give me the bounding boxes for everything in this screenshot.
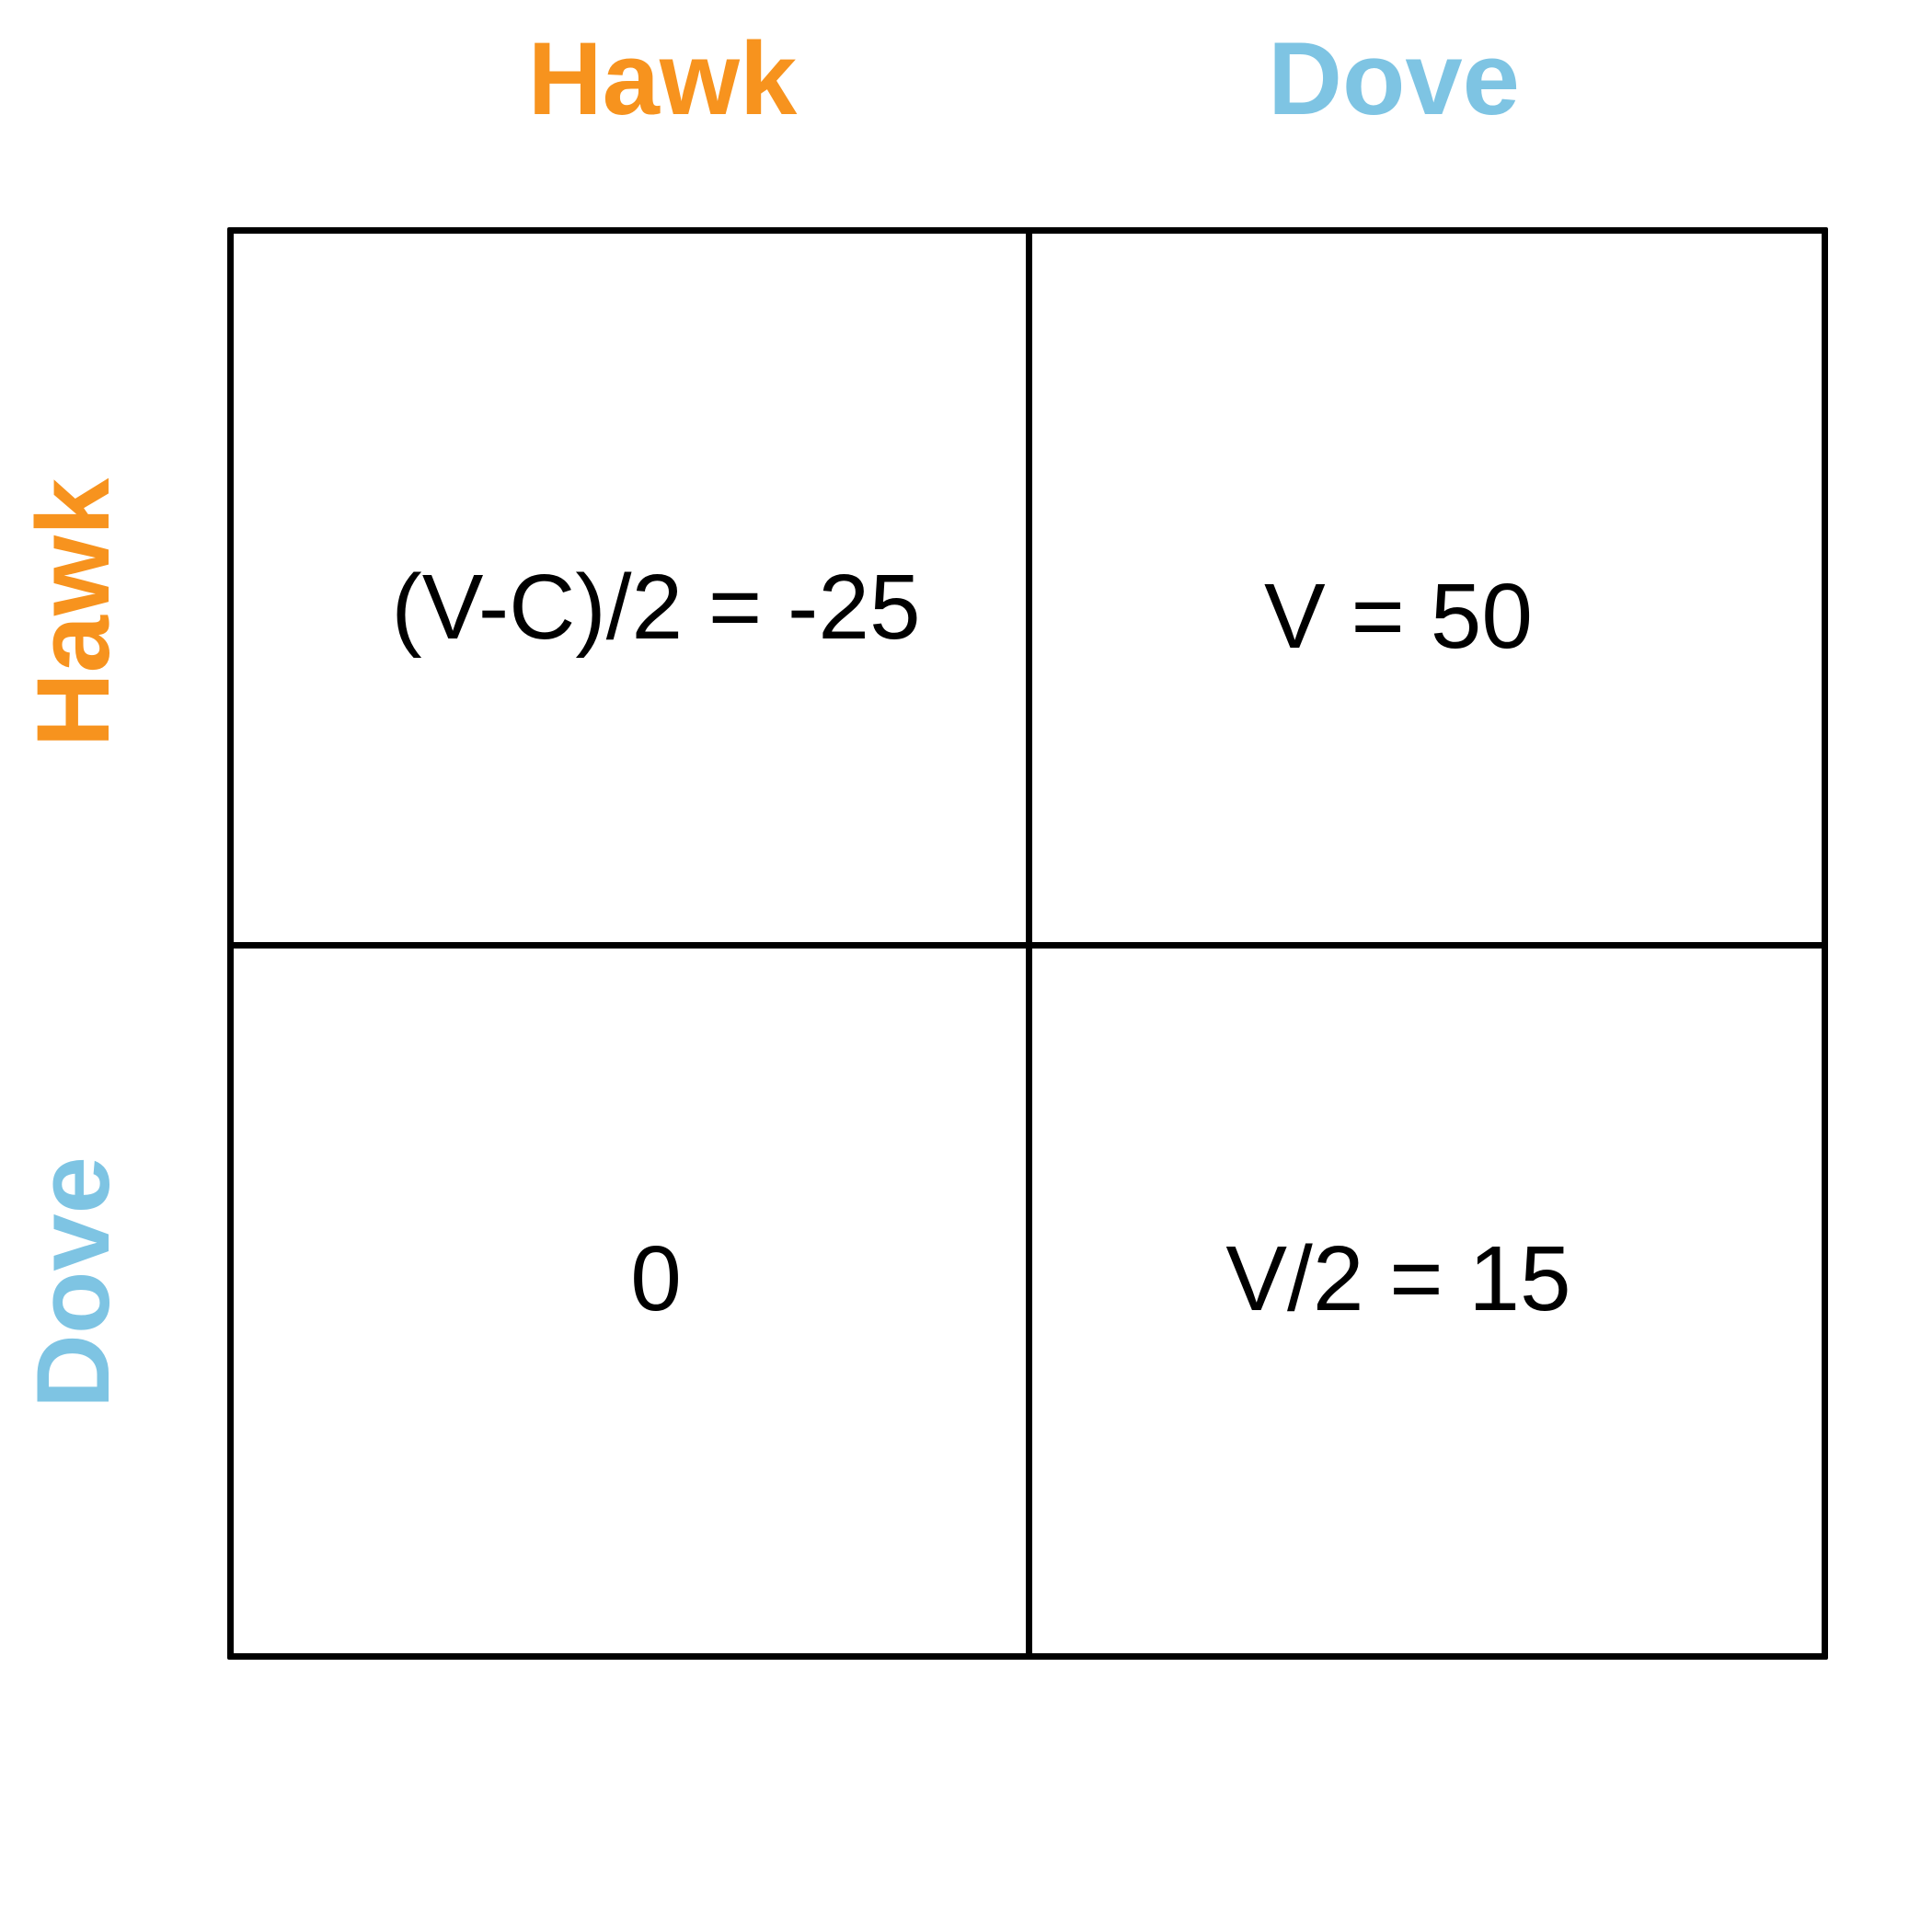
payoff-cell-hawk-hawk: (V-C)/2 = -25 <box>391 556 921 659</box>
column-header-hawk: Hawk <box>527 21 798 136</box>
payoff-cell-dove-dove: V/2 = 15 <box>1225 1227 1571 1330</box>
column-header-dove: Dove <box>1268 21 1520 136</box>
payoff-cell-dove-hawk: 0 <box>630 1227 682 1330</box>
payoff-cell-hawk-dove: V = 50 <box>1264 565 1533 668</box>
row-header-hawk: Hawk <box>16 477 131 748</box>
row-header-dove: Dove <box>16 1156 131 1409</box>
grid-horizontal-divider <box>227 942 1828 949</box>
